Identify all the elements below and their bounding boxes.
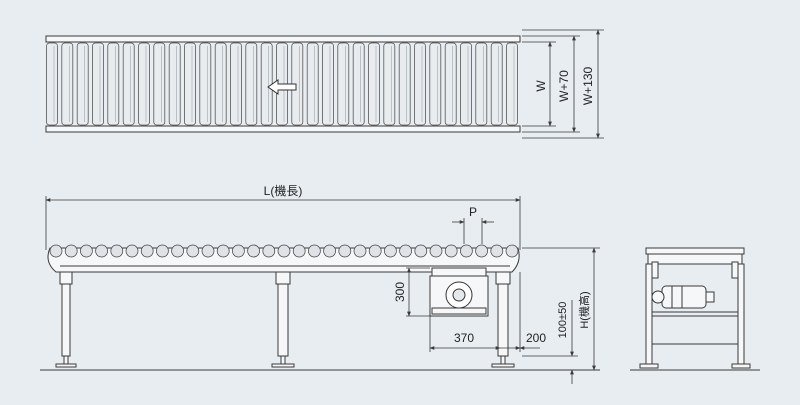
top-roller (184, 42, 196, 126)
side-roller (125, 244, 139, 258)
leg-1 (55, 271, 77, 368)
top-roller (460, 42, 472, 126)
top-roller (46, 42, 58, 126)
top-roller (490, 42, 503, 126)
dim-label-length: L(機長) (264, 183, 303, 198)
side-roller (414, 244, 428, 258)
side-roller (307, 244, 321, 258)
side-roller (444, 244, 458, 258)
side-roller (247, 244, 261, 258)
end-view (630, 247, 760, 371)
top-roller (199, 42, 212, 126)
top-roller (352, 42, 365, 126)
end-leg-right (737, 263, 745, 369)
side-roller (292, 244, 306, 258)
side-roller (64, 244, 78, 258)
side-view: L(機長) P (40, 183, 600, 384)
side-rollers (49, 244, 519, 258)
side-roller (262, 244, 276, 258)
end-leg-left (645, 263, 653, 369)
dim-label-w: W (534, 80, 548, 92)
top-roller (214, 42, 227, 126)
side-roller (429, 244, 443, 258)
side-roller (368, 244, 382, 258)
leg-2 (271, 271, 295, 368)
top-roller (260, 42, 273, 126)
side-roller (353, 244, 367, 258)
dim-label-height: H(機高) (577, 291, 591, 328)
top-roller (322, 42, 334, 126)
side-roller (277, 244, 291, 258)
dim-label-200: 200 (526, 331, 546, 345)
side-roller (95, 244, 108, 258)
top-roller (138, 42, 150, 126)
side-roller (399, 244, 413, 258)
end-roller (645, 247, 745, 255)
dim-label-370: 370 (454, 331, 474, 345)
side-roller (171, 244, 185, 258)
top-roller (398, 42, 411, 126)
top-roller (76, 42, 89, 126)
top-roller (230, 42, 242, 126)
top-roller (337, 42, 350, 126)
top-roller (444, 42, 457, 126)
side-roller (201, 244, 215, 258)
top-roller (168, 42, 181, 126)
top-roller (429, 42, 442, 126)
top-roller (414, 42, 426, 126)
top-roller (368, 42, 380, 126)
top-roller (383, 42, 396, 126)
motor-icon (651, 285, 715, 309)
side-roller (323, 244, 337, 258)
side-roller (490, 244, 504, 258)
side-roller (49, 244, 63, 258)
dim-label-w130: W+130 (581, 66, 595, 105)
top-roller (153, 42, 166, 126)
side-roller (155, 244, 169, 258)
top-roller (306, 42, 319, 126)
side-roller (383, 244, 397, 258)
side-roller (231, 244, 245, 258)
side-roller (110, 244, 124, 258)
side-roller (505, 244, 519, 258)
side-roller (338, 244, 352, 258)
dim-label-300: 300 (393, 282, 407, 302)
side-roller (80, 244, 93, 258)
top-roller (107, 42, 120, 126)
top-frame-upper (45, 35, 521, 43)
top-roller (92, 42, 104, 126)
top-roller (475, 42, 488, 126)
top-roller (245, 42, 258, 126)
dim-label-100: 100±50 (557, 302, 569, 339)
top-roller (506, 42, 518, 126)
side-roller (459, 244, 473, 258)
drive-unit (429, 267, 489, 317)
side-roller (140, 244, 154, 258)
top-view: W W+70 W+130 (45, 29, 604, 139)
dim-label-w70: W+70 (557, 70, 571, 102)
top-roller (61, 42, 74, 126)
left-arrow-icon (267, 79, 297, 95)
side-roller (186, 244, 200, 258)
leg-3 (491, 271, 515, 368)
top-frame-lower (45, 125, 521, 133)
side-roller (216, 244, 230, 258)
side-roller (475, 244, 489, 258)
top-roller (122, 42, 135, 126)
dim-label-pitch: P (469, 205, 477, 219)
